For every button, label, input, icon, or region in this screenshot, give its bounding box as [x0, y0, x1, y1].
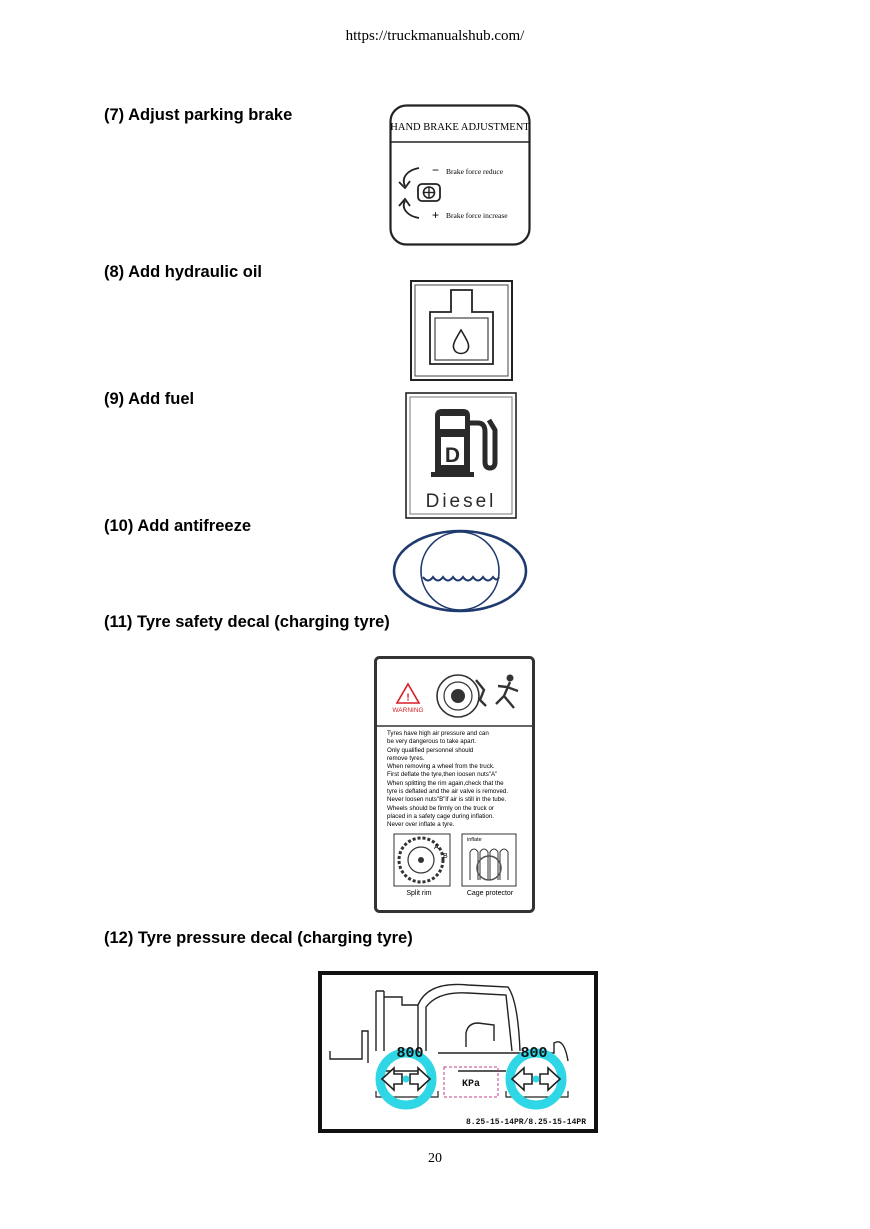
heading-tyre-safety-decal: (11) Tyre safety decal (charging tyre) [104, 613, 390, 631]
heading-adjust-parking-brake: (7) Adjust parking brake [104, 106, 293, 124]
split-rim-icon [393, 833, 451, 887]
warning-text-block: Tyres have high air pressure and can be … [387, 730, 533, 830]
warning-line: remove tyres. [387, 754, 425, 762]
warning-line: Never over inflate a tyre. [387, 821, 455, 829]
fuel-label: Diesel [426, 491, 497, 512]
cage-protector-icon [461, 833, 517, 887]
hydraulic-oil-decal [410, 280, 513, 381]
warning-line: When splitting the rim again,check that … [387, 779, 504, 787]
heading-add-fuel: (9) Add fuel [104, 390, 195, 408]
warning-line: tyre is deflated and the air valve is re… [387, 788, 509, 796]
tyre-warning-decal: ! WARNING A B inflate Split rim Cage pro… [374, 656, 535, 913]
hand-brake-title: HAND BRAKE ADJUSTMENT [390, 122, 530, 133]
oil-tank-icon [429, 289, 494, 365]
inflate-label: inflate [467, 837, 482, 843]
reduce-sign: − [432, 163, 439, 177]
warning-line: Never loosen nuts"B"if air is still in t… [387, 796, 507, 804]
rear-tyre-icon [505, 1048, 567, 1110]
oil-drop-icon [452, 328, 470, 355]
hand-brake-adjustment-decal: HAND BRAKE ADJUSTMENT − Brake force redu… [389, 104, 531, 246]
rear-pressure: 800 [520, 1045, 547, 1062]
antifreeze-decal [392, 529, 528, 613]
marker-a: A [434, 844, 439, 851]
coolant-circle-icon [420, 531, 500, 611]
increase-sign: + [432, 208, 439, 222]
arrow-reduce-icon [402, 167, 420, 187]
fuel-letter: D [445, 444, 460, 467]
cage-protector-label: Cage protector [467, 890, 514, 897]
pressure-unit: KPa [462, 1079, 480, 1090]
tyre-size: 8.25-15-14PR/8.25-15-14PR [466, 1118, 586, 1127]
increase-label: Brake force increase [446, 211, 508, 220]
page-url: https://truckmanualshub.com/ [345, 28, 525, 44]
front-pressure: 800 [396, 1045, 423, 1062]
warning-line: Only qualified personnel should [387, 746, 474, 754]
warning-label: WARNING [392, 707, 423, 714]
warning-line: Tyres have high air pressure and can [387, 730, 489, 737]
heading-add-hydraulic-oil: (8) Add hydraulic oil [104, 263, 262, 281]
split-rim-label: Split rim [406, 890, 431, 897]
warning-line: When removing a wheel from the truck. [387, 763, 495, 771]
page-number: 20 [428, 1151, 442, 1166]
fuel-pump-icon [431, 409, 498, 477]
warning-line: First deflate the tyre,then loosen nuts"… [387, 771, 498, 779]
arrow-increase-icon [402, 200, 420, 219]
heading-add-antifreeze: (10) Add antifreeze [104, 517, 252, 535]
marker-b: B [443, 853, 448, 860]
reduce-label: Brake force reduce [446, 167, 504, 176]
warning-line: be very dangerous to take apart. [387, 738, 477, 746]
wave-icon [422, 575, 500, 582]
heading-tyre-pressure-decal: (12) Tyre pressure decal (charging tyre) [104, 929, 413, 947]
warning-line: placed in a safety cage during inflation… [387, 812, 494, 820]
fuel-decal: D Diesel [405, 392, 517, 519]
front-tyre-icon [375, 1048, 437, 1110]
svg-text:!: ! [406, 693, 409, 704]
tyre-explosion-icon [436, 674, 519, 718]
warning-triangle-icon [395, 682, 421, 704]
tyre-pressure-decal: 800 800 KPa 8.25-15-14PR/8.25-15-14PR [318, 971, 598, 1133]
warning-line: Wheels should be firmly on the truck or [387, 804, 494, 812]
kpa-box [443, 1066, 499, 1098]
